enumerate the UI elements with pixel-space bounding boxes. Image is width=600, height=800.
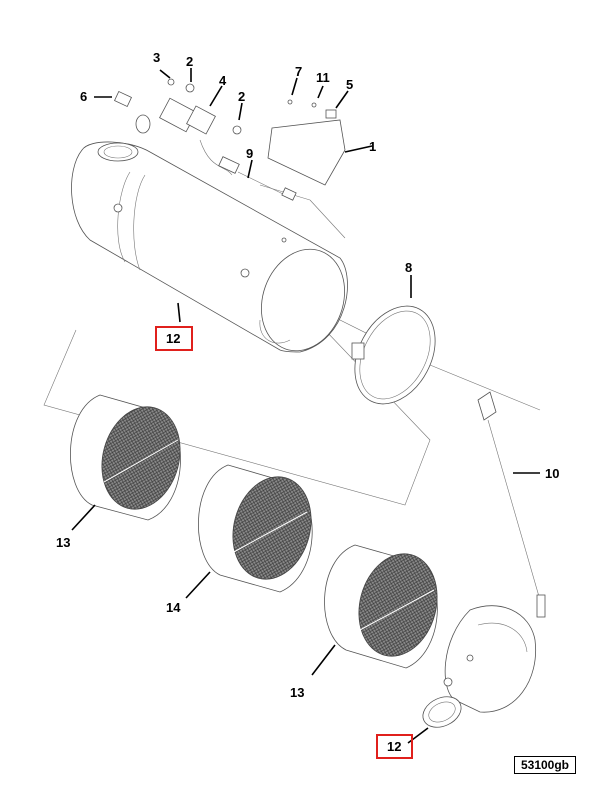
callout-7: 7 — [295, 64, 302, 79]
callout-1: 1 — [369, 139, 376, 154]
highlight-box-lower — [376, 734, 413, 759]
callout-13-lower: 13 — [290, 685, 304, 700]
muffler-housing — [71, 114, 348, 353]
figure-id-label: 53100gb — [514, 756, 576, 774]
callout-8: 8 — [405, 260, 412, 275]
band-clamp — [351, 305, 436, 405]
filter-element-14 — [198, 464, 313, 593]
highlight-box-upper — [155, 326, 193, 351]
filter-element-13-lower — [324, 544, 438, 669]
callout-3: 3 — [153, 50, 160, 65]
highlighted-callouts: 12 12 — [155, 326, 413, 759]
sensor-wire — [477, 391, 546, 618]
sensor-hardware — [114, 78, 346, 201]
callout-5: 5 — [346, 77, 353, 92]
callout-4: 4 — [219, 73, 227, 88]
callout-labels: 1 2 2 3 4 5 6 7 8 9 10 11 13 14 13 — [56, 50, 559, 700]
callout-2-upper: 2 — [186, 54, 193, 69]
outlet-cone — [422, 605, 537, 728]
callout-12-upper: 12 — [166, 331, 180, 346]
callout-2-lower: 2 — [238, 89, 245, 104]
callout-6: 6 — [80, 89, 87, 104]
callout-9: 9 — [246, 146, 253, 161]
callout-12-lower: 12 — [387, 739, 401, 754]
leader-arrows — [71, 68, 540, 744]
filter-element-13-upper — [70, 394, 181, 521]
callout-13-upper: 13 — [56, 535, 70, 550]
callout-14: 14 — [166, 600, 181, 615]
callout-10: 10 — [545, 466, 559, 481]
callout-11: 11 — [316, 70, 330, 85]
